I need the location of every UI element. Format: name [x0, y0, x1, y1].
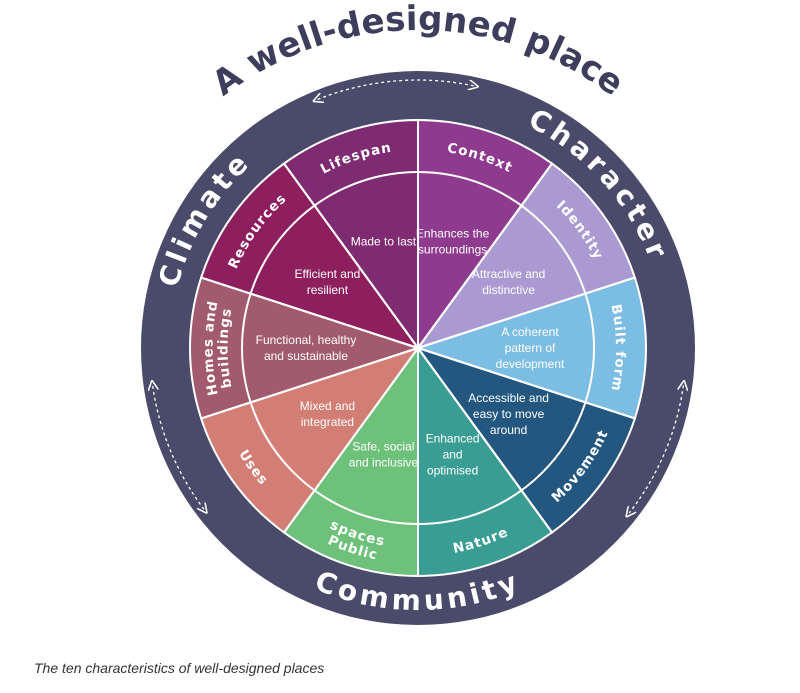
segment-identity — [415, 162, 637, 350]
segment-homes — [188, 276, 422, 420]
double-arrow-icon — [318, 79, 474, 100]
figure-caption: The ten characteristics of well-designed… — [34, 660, 325, 676]
segment-divider — [283, 162, 419, 349]
double-arrow-icon — [153, 385, 204, 509]
segment-desc-lifespan: Made to last — [351, 235, 417, 249]
segment-divider — [417, 276, 636, 349]
segment-divider — [417, 347, 636, 420]
segment-resources — [199, 162, 421, 350]
segment-nature — [417, 344, 554, 578]
segments — [188, 118, 648, 578]
segment-name-builtform: Built form — [607, 303, 628, 393]
segment-divider — [200, 276, 419, 349]
segment-public — [282, 344, 419, 578]
segment-movement — [415, 346, 637, 534]
segment-builtform — [414, 276, 648, 420]
segment-uses — [199, 346, 421, 534]
segment-name-homes: Homes and — [200, 299, 221, 397]
segment-lifespan — [282, 118, 419, 352]
segment-divider — [417, 347, 553, 534]
double-arrow-icon — [629, 385, 683, 513]
segment-divider — [417, 162, 553, 349]
segment-divider — [200, 347, 419, 420]
segment-divider — [283, 347, 419, 534]
segment-context — [417, 118, 554, 352]
